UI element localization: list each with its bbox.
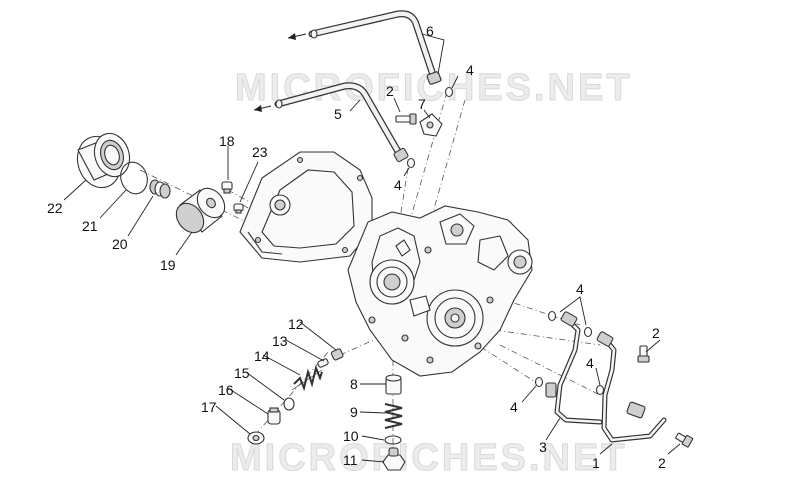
o-ring-10[interactable]: [384, 435, 402, 445]
callout-2: 2: [386, 83, 394, 99]
callout-5: 5: [334, 106, 342, 122]
oil-pipe-1[interactable]: [596, 331, 667, 443]
callout-12: 12: [288, 316, 304, 332]
oil-filter-19[interactable]: [171, 183, 231, 238]
callout-8: 8: [350, 376, 358, 392]
callout-19: 19: [160, 257, 176, 273]
screw-23[interactable]: [233, 203, 244, 214]
callout-10: 10: [343, 428, 359, 444]
screw-2[interactable]: [637, 345, 650, 363]
callout-20: 20: [112, 236, 128, 252]
sleeve-8[interactable]: [385, 374, 402, 395]
washer-4[interactable]: [534, 376, 544, 388]
o-ring-15[interactable]: [283, 397, 295, 411]
callout-11: 11: [343, 452, 358, 468]
callout-9: 9: [350, 404, 358, 420]
callout-4: 4: [510, 399, 518, 415]
callout-23: 23: [252, 144, 268, 160]
washer-4[interactable]: [547, 310, 557, 322]
hose-5[interactable]: [274, 82, 409, 163]
callout-4: 4: [586, 355, 594, 371]
callout-7: 7: [418, 96, 426, 112]
pin-13[interactable]: [317, 358, 329, 368]
callout-6: 6: [426, 23, 434, 39]
callout-1: 1: [592, 455, 600, 471]
callout-13: 13: [272, 333, 288, 349]
bolt-16[interactable]: [267, 407, 281, 425]
callout-15: 15: [234, 365, 250, 381]
callout-17: 17: [201, 399, 217, 415]
callout-4: 4: [466, 62, 474, 78]
plug-12[interactable]: [330, 348, 344, 361]
callout-4: 4: [576, 281, 584, 297]
callout-2: 2: [652, 325, 660, 341]
arrow-icon: [253, 105, 272, 112]
plug-18[interactable]: [221, 181, 233, 194]
watermark-bottom: MICROFICHES.NET: [230, 437, 628, 479]
drain-plug-11[interactable]: [382, 447, 406, 471]
callout-14: 14: [254, 348, 270, 364]
clutch-cover: [239, 151, 373, 263]
callout-3: 3: [539, 439, 547, 455]
callout-labels: 6 4 5 2 7 4 22 21 20 19 18 23 12 13 14 1…: [47, 23, 666, 471]
washer-17[interactable]: [247, 431, 265, 445]
leader-lines: [63, 33, 681, 463]
o-ring-21[interactable]: [117, 159, 152, 197]
spring-20[interactable]: [149, 179, 171, 199]
callout-2: 2: [658, 455, 666, 471]
washer-4[interactable]: [583, 326, 593, 338]
callout-18: 18: [219, 133, 235, 149]
washer-4[interactable]: [595, 384, 605, 396]
callout-21: 21: [82, 218, 98, 234]
hose-6[interactable]: [308, 10, 442, 85]
filter-cover-22[interactable]: [71, 129, 135, 193]
screw-2[interactable]: [395, 113, 417, 125]
callout-4: 4: [394, 177, 402, 193]
arrow-icon: [287, 33, 307, 40]
washer-4[interactable]: [444, 86, 454, 98]
screw-2[interactable]: [675, 432, 694, 448]
washer-4[interactable]: [406, 157, 416, 169]
spring-9[interactable]: [384, 403, 403, 429]
engine-crankcase: [347, 205, 533, 377]
fitting-7[interactable]: [419, 113, 443, 137]
callout-16: 16: [218, 382, 234, 398]
spring-14[interactable]: [291, 364, 323, 392]
oil-pipe-3[interactable]: [545, 311, 603, 425]
callout-22: 22: [47, 200, 63, 216]
